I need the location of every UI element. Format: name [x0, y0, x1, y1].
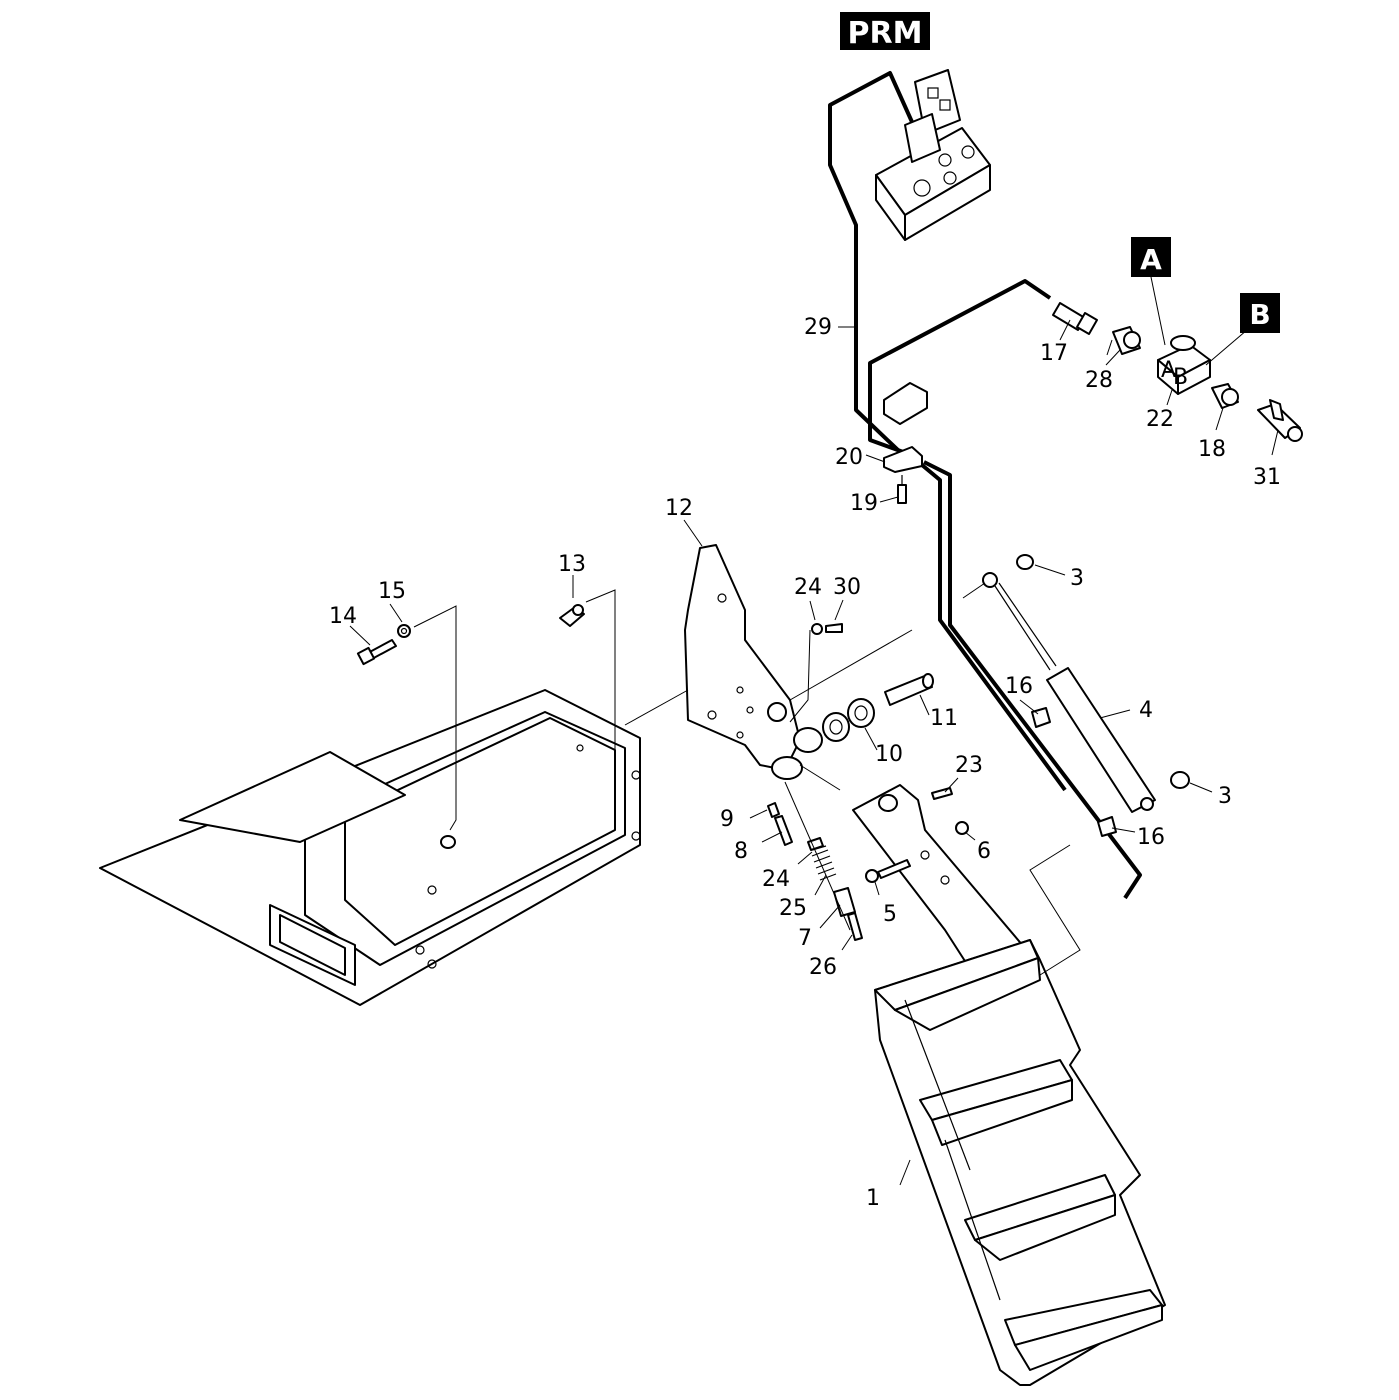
spring-25 [807, 837, 837, 881]
base-frame [99, 689, 641, 1006]
step-ladder [874, 939, 1166, 1386]
callout-17: 17 [1040, 341, 1068, 366]
callout-11: 11 [930, 706, 958, 731]
leader-lines [349, 276, 1279, 1186]
callout-8: 8 [734, 839, 748, 864]
callout-7: 7 [798, 926, 812, 951]
callout-13: 13 [558, 552, 586, 577]
callout-20: 20 [835, 445, 863, 470]
valve-block [875, 69, 991, 241]
gas-spring-4 [982, 572, 1156, 813]
callout-22: 22 [1146, 407, 1174, 432]
callout-1: 1 [866, 1186, 880, 1211]
washer-15 [397, 624, 411, 638]
callout-30: 30 [833, 575, 861, 600]
bushing-10 [822, 698, 875, 742]
callout-16: 16 [1005, 674, 1033, 699]
bolt-23 [931, 787, 953, 800]
callout-25: 25 [779, 896, 807, 921]
fitting-17 [1052, 302, 1098, 335]
callout-23: 23 [955, 753, 983, 778]
bolt-5 [865, 859, 911, 883]
callout-19: 19 [850, 491, 878, 516]
callout-3: 3 [1070, 566, 1084, 591]
center-lines [413, 339, 1113, 976]
callout-12: 12 [665, 496, 693, 521]
svg-text:A: A [1140, 243, 1162, 276]
callout-6: 6 [977, 839, 991, 864]
pin-9 [767, 802, 780, 818]
svg-text:B: B [1249, 298, 1270, 331]
callout-28: 28 [1085, 368, 1113, 393]
callout-4: 4 [1139, 698, 1153, 723]
callout-14: 14 [329, 604, 357, 629]
svg-text:PRM: PRM [848, 16, 923, 51]
sleeve-7 [833, 887, 856, 917]
callout-9: 9 [720, 807, 734, 832]
callout-24: 24 [794, 575, 822, 600]
bolt-26 [847, 912, 863, 941]
screw-24-30 [811, 623, 843, 635]
callout-16: 16 [1137, 825, 1165, 850]
fitting-16 [1031, 707, 1117, 837]
hose-clamp [883, 382, 928, 504]
valve-22: A B [1157, 335, 1211, 395]
bolt-8 [774, 815, 793, 846]
grease-nipple-13 [559, 604, 585, 627]
callout-24: 24 [762, 867, 790, 892]
svg-text:A: A [1161, 358, 1176, 383]
svg-text:B: B [1173, 365, 1188, 390]
callout-labels: 1 3 3 4 5 6 7 8 9 10 11 12 13 14 15 16 1… [329, 315, 1281, 1211]
tag-a: A [1131, 237, 1171, 277]
callout-3: 3 [1218, 784, 1232, 809]
tag-b: B [1240, 293, 1280, 333]
bolt-14 [356, 639, 397, 666]
callout-15: 15 [378, 579, 406, 604]
callout-18: 18 [1198, 437, 1226, 462]
ring-3 [1016, 554, 1190, 789]
adapter-18 [1211, 383, 1239, 409]
adapter-28 [1112, 326, 1141, 355]
prm-tag: PRM [840, 12, 930, 51]
pin-11 [884, 673, 934, 706]
tee-31 [1257, 399, 1303, 442]
hose-29 [828, 71, 1067, 792]
callout-5: 5 [883, 902, 897, 927]
callout-10: 10 [875, 742, 903, 767]
nut-6 [955, 821, 969, 835]
callout-26: 26 [809, 955, 837, 980]
support-plate [684, 544, 823, 780]
hose-upper [868, 279, 1142, 900]
callout-31: 31 [1253, 465, 1281, 490]
callout-29: 29 [804, 315, 832, 340]
